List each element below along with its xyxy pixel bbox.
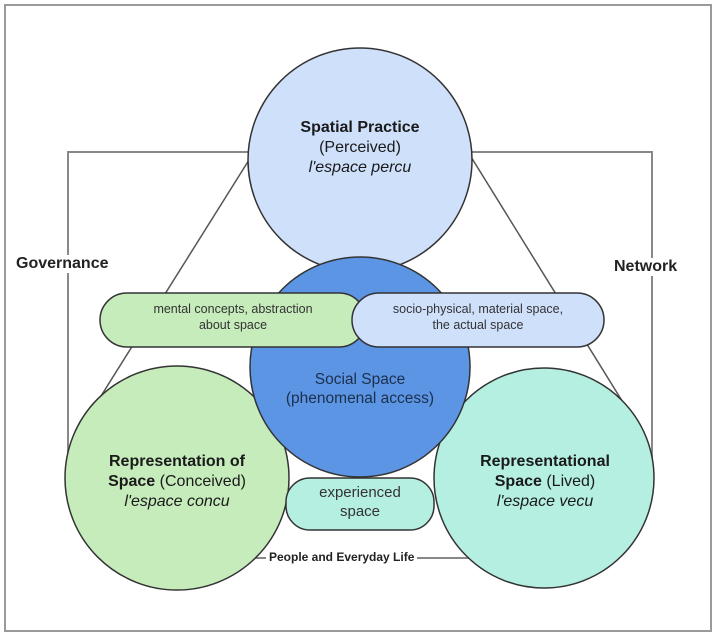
network-label: Network xyxy=(612,258,680,276)
spatial-practice-french: l'espace percu xyxy=(308,159,412,176)
representational-subtitle: (Lived) xyxy=(546,473,596,490)
representation-title-line1: Representation of xyxy=(108,453,245,470)
pill-bottom-line2: space xyxy=(339,502,381,520)
representation-of-space-label: Representation of Space (Conceived) l'es… xyxy=(82,452,272,512)
right-tangent-line xyxy=(467,151,625,405)
representational-title-line2: Space xyxy=(494,473,542,490)
pill-bottom-line1: experienced xyxy=(319,484,401,501)
left-tangent-line xyxy=(95,151,255,405)
pill-right-shape xyxy=(351,292,605,348)
representational-title-line1: Representational xyxy=(480,453,610,470)
representational-french: l'espace vecu xyxy=(496,493,594,510)
pill-right-label: socio-physical, material space, the actu… xyxy=(356,302,600,333)
representation-subtitle: (Conceived) xyxy=(159,473,246,490)
social-space-label: Social Space (phenomenal access) xyxy=(270,370,450,409)
right-bracket-line xyxy=(470,151,653,488)
pill-right-line1: socio-physical, material space, xyxy=(392,302,564,316)
left-bracket-line xyxy=(67,151,252,488)
spatial-practice-subtitle: (Perceived) xyxy=(319,139,401,156)
governance-label: Governance xyxy=(14,255,111,273)
pill-left-label: mental concepts, abstraction about space xyxy=(104,302,362,333)
representational-space-label: Representational Space (Lived) l'espace … xyxy=(450,452,640,512)
social-space-line2: (phenomenal access) xyxy=(285,390,435,408)
pill-bottom-label: experienced space xyxy=(290,484,430,522)
representation-of-space-circle xyxy=(64,365,290,591)
representation-french: l'espace concu xyxy=(124,493,230,510)
pill-left-line2: about space xyxy=(198,317,268,332)
representation-title-line2: Space xyxy=(108,473,156,490)
diagram-frame xyxy=(4,4,712,632)
pill-right-line2: the actual space xyxy=(432,317,524,332)
pill-bottom-shape xyxy=(285,477,435,531)
representational-space-circle xyxy=(433,367,655,589)
people-everyday-life-label: People and Everyday Life xyxy=(266,550,418,564)
social-space-line1: Social Space xyxy=(314,371,406,388)
spatial-practice-title: Spatial Practice xyxy=(300,119,420,136)
pill-left-line1: mental concepts, abstraction xyxy=(153,302,313,316)
social-space-circle xyxy=(249,256,471,478)
spatial-practice-label: Spatial Practice (Perceived) l'espace pe… xyxy=(260,118,460,178)
